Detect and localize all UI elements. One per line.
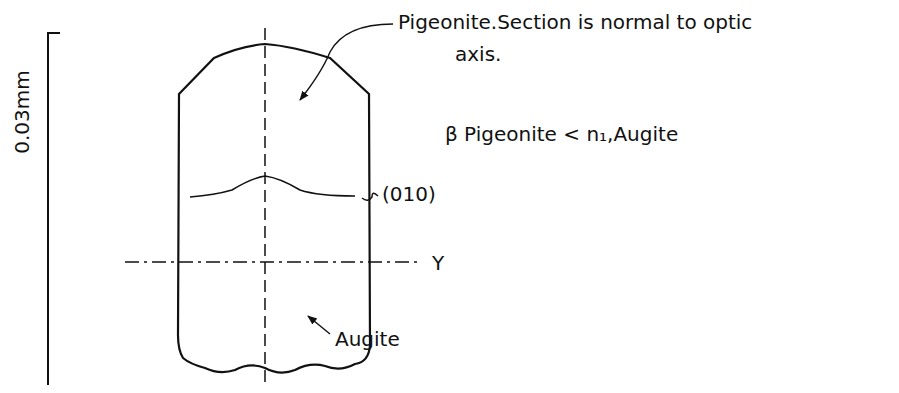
plane-label: (010) (382, 178, 436, 210)
scale-label: 0.03mm (6, 70, 38, 154)
axis-label: Y (432, 247, 444, 279)
y-axis-line (125, 261, 418, 263)
relation-note: β Pigeonite < n₁,Augite (445, 118, 678, 150)
leader-line (362, 193, 378, 200)
axis-line (264, 28, 266, 386)
leader-line (308, 316, 330, 334)
mineral-label: Augite (335, 323, 400, 355)
grain-outline (178, 44, 370, 373)
note-text: Pigeonite.Section is normal to optic axi… (398, 6, 755, 70)
leader-line (300, 24, 393, 100)
twin-boundary (190, 176, 355, 197)
scale-bar (48, 33, 60, 385)
